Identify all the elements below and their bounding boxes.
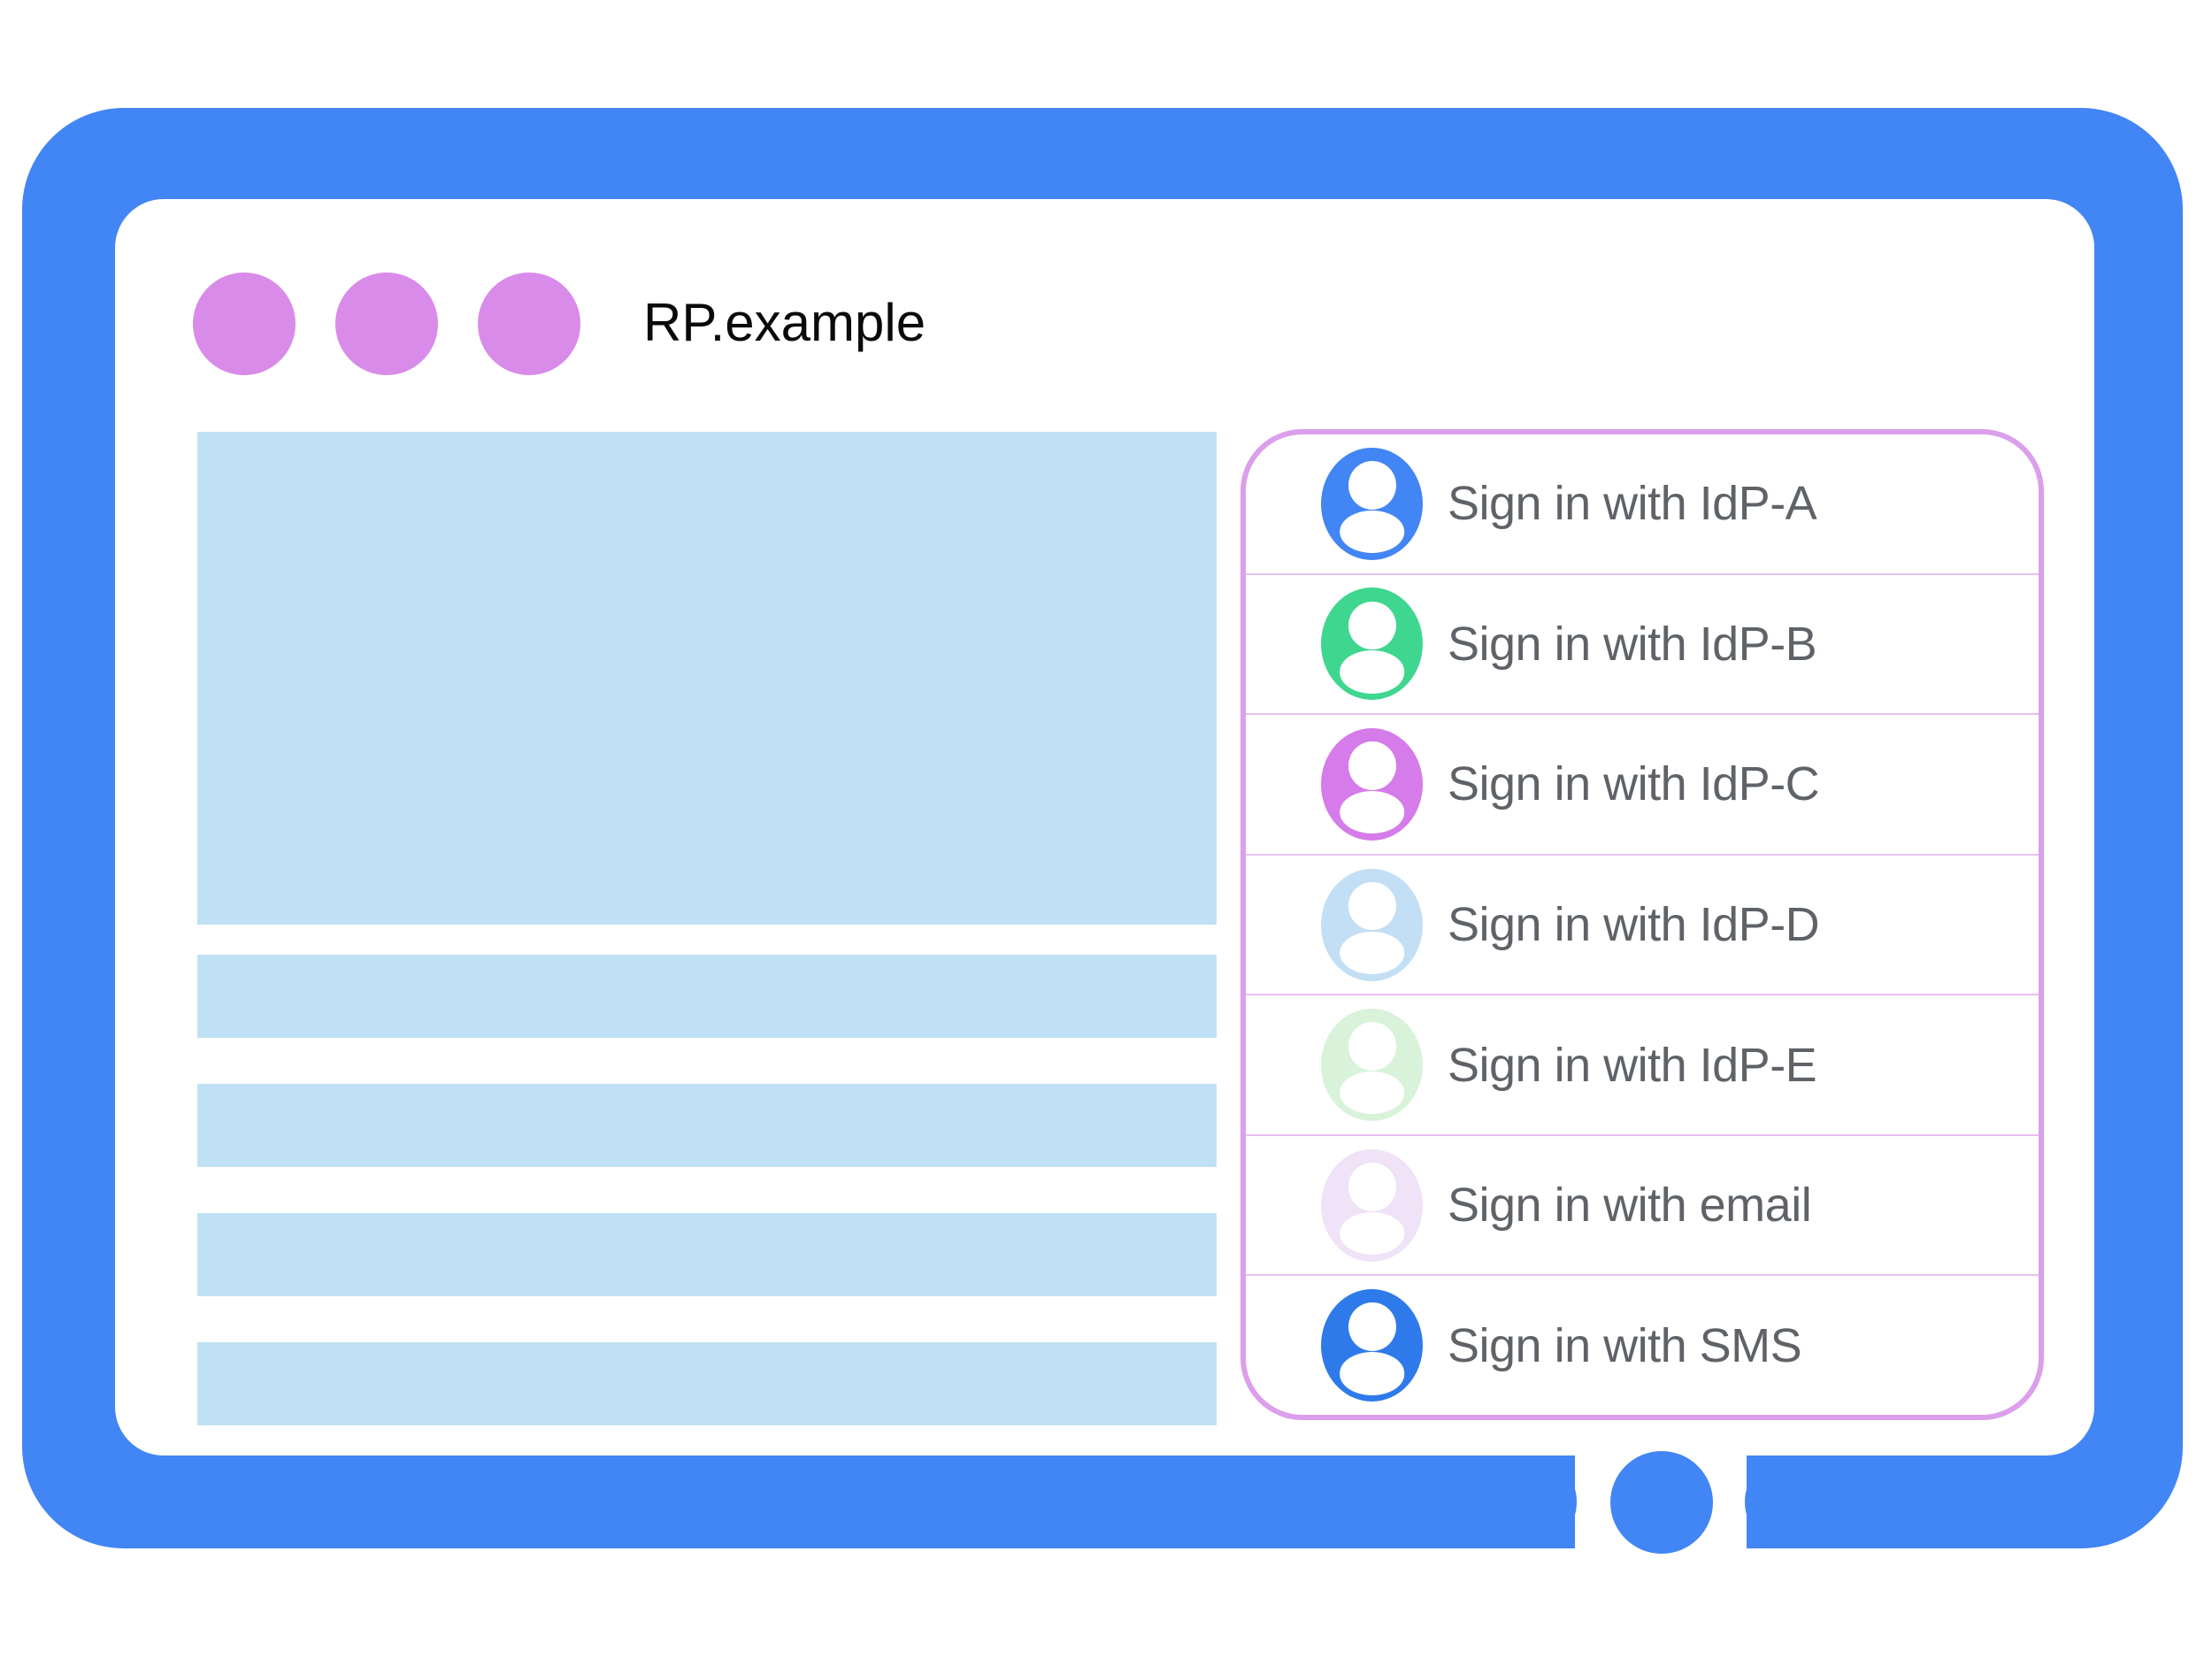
window-control-dot-icon[interactable] (478, 273, 580, 375)
window-control-dot-icon[interactable] (193, 273, 296, 375)
avatar-torso (1339, 931, 1405, 974)
signin-option-idp-c[interactable]: Sign in with IdP-C (1246, 713, 2039, 854)
signin-option-label: Sign in with email (1448, 1179, 1812, 1233)
avatar-head (1348, 1162, 1396, 1211)
user-avatar-icon (1321, 447, 1423, 560)
signin-option-label: Sign in with IdP-C (1448, 757, 1820, 811)
frame-bottom-right-segment (1745, 1455, 1824, 1548)
content-placeholder-bar (197, 955, 1217, 1038)
user-avatar-icon (1321, 727, 1423, 841)
signin-option-email[interactable]: Sign in with email (1246, 1133, 2039, 1275)
avatar-torso (1339, 650, 1405, 694)
signin-option-idp-d[interactable]: Sign in with IdP-D (1246, 853, 2039, 995)
signin-option-idp-a[interactable]: Sign in with IdP-A (1246, 434, 2039, 573)
avatar-torso (1339, 791, 1405, 834)
user-avatar-icon (1321, 1009, 1423, 1122)
signin-option-label: Sign in with IdP-B (1448, 617, 1817, 671)
content-placeholder-hero (197, 432, 1217, 925)
signin-option-label: Sign in with SMS (1448, 1318, 1802, 1372)
user-avatar-icon (1321, 1148, 1423, 1262)
user-avatar-icon (1321, 1289, 1423, 1402)
content-placeholder-bar (197, 1213, 1217, 1296)
avatar-torso (1339, 1352, 1405, 1395)
page-title: RP.example (643, 293, 926, 352)
user-avatar-icon (1321, 868, 1423, 981)
avatar-torso (1339, 1071, 1405, 1115)
signin-option-label: Sign in with IdP-D (1448, 898, 1820, 952)
signin-option-label: Sign in with IdP-E (1448, 1038, 1817, 1092)
signin-option-label: Sign in with IdP-A (1448, 477, 1817, 531)
content-placeholder-bar (197, 1084, 1217, 1167)
signin-option-idp-e[interactable]: Sign in with IdP-E (1246, 994, 2039, 1134)
window-control-dot-icon[interactable] (335, 273, 438, 375)
avatar-head (1348, 881, 1396, 931)
avatar-head (1348, 461, 1396, 510)
avatar-head (1348, 1022, 1396, 1071)
frame-bottom-left-segment (1497, 1455, 1577, 1548)
avatar-head (1348, 741, 1396, 790)
user-avatar-icon (1321, 588, 1423, 701)
avatar-torso (1339, 510, 1405, 554)
avatar-head (1348, 1302, 1396, 1352)
content-placeholder-bar (197, 1342, 1217, 1425)
home-button-circle-icon (1610, 1451, 1713, 1554)
signin-option-sms[interactable]: Sign in with SMS (1246, 1274, 2039, 1415)
signin-panel: Sign in with IdP-A Sign in with IdP-B Si… (1240, 429, 2044, 1420)
avatar-torso (1339, 1211, 1405, 1256)
signin-option-idp-b[interactable]: Sign in with IdP-B (1246, 572, 2039, 714)
avatar-head (1348, 601, 1396, 650)
